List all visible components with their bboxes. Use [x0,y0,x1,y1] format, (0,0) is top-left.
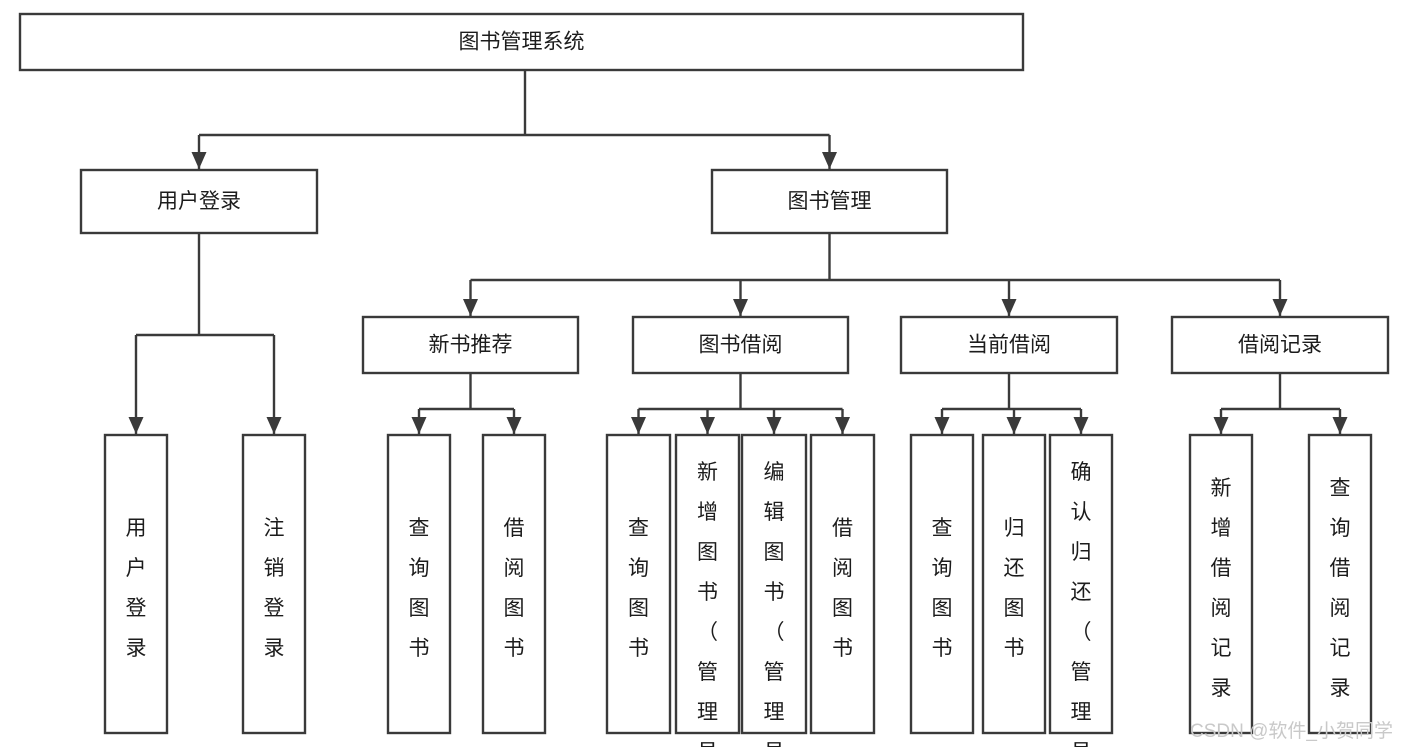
node-level3-3[interactable]: 借阅记录 [1170,315,1390,375]
arrow-head-icon [463,299,478,316]
node-box[interactable] [981,433,1047,735]
node-leaf-3[interactable]: 借阅图书 [481,433,547,735]
node-label: 用户登录 [157,190,241,213]
node-box[interactable] [1307,433,1373,735]
node-label: 新增借阅记录 [1211,477,1232,700]
node-leaf-12[interactable]: 查询借阅记录 [1307,433,1373,735]
node-box[interactable] [1188,433,1254,735]
node-label: 查询图书 [409,517,430,660]
node-label: 借阅记录 [1238,334,1322,357]
node-box[interactable] [674,433,741,735]
node-box[interactable] [740,433,808,735]
node-leaf-0[interactable]: 用户登录 [103,433,169,735]
node-box[interactable] [909,433,975,735]
node-label: 查询图书 [628,517,649,660]
node-box[interactable] [1048,433,1114,735]
node-label: 新书推荐 [429,334,513,357]
node-label: 图书管理 [788,190,872,213]
connector-layer [128,70,1348,434]
node-label: 编辑图书（管理员） [764,461,785,747]
node-level3-0[interactable]: 新书推荐 [361,315,580,375]
arrow-head-icon [1332,417,1348,434]
node-box[interactable] [361,315,580,375]
node-layer: 图书管理系统用户登录图书管理新书推荐图书借阅当前借阅借阅记录用户登录注销登录查询… [18,12,1390,747]
node-label: 图书管理系统 [459,31,585,54]
node-box[interactable] [710,168,949,235]
node-leaf-6[interactable]: 编辑图书（管理员） [740,433,808,747]
node-label: 借阅图书 [504,517,525,660]
arrow-head-icon [1213,417,1229,434]
csdn-watermark: CSDN @软件_小贺同学 [1190,721,1393,742]
node-label: 借阅图书 [832,517,853,660]
node-label: 查询借阅记录 [1330,477,1351,700]
arrow-head-icon [1006,417,1022,434]
node-box[interactable] [103,433,169,735]
node-label: 用户登录 [126,517,147,660]
arrow-head-icon [1272,299,1288,316]
arrow-head-icon [835,417,850,434]
arrow-head-icon [506,417,522,434]
node-box[interactable] [809,433,876,735]
arrow-head-icon [1001,299,1017,316]
node-level2-1[interactable]: 图书管理 [710,168,949,235]
arrow-head-icon [733,299,748,316]
node-level2-0[interactable]: 用户登录 [79,168,319,235]
node-box[interactable] [899,315,1119,375]
node-level3-1[interactable]: 图书借阅 [631,315,850,375]
arrow-head-icon [766,417,782,434]
node-label: 当前借阅 [967,334,1051,357]
node-label: 归还图书 [1004,517,1025,660]
node-box[interactable] [1170,315,1390,375]
arrow-head-icon [128,417,144,434]
node-box[interactable] [18,12,1025,72]
node-label: 查询图书 [932,517,953,660]
node-label: 新增图书（管理员） [697,461,718,747]
node-leaf-7[interactable]: 借阅图书 [809,433,876,735]
node-leaf-4[interactable]: 查询图书 [605,433,672,735]
arrow-head-icon [934,417,950,434]
node-box[interactable] [386,433,452,735]
node-leaf-5[interactable]: 新增图书（管理员） [674,433,741,747]
arrow-head-icon [1073,417,1089,434]
node-box[interactable] [481,433,547,735]
node-box[interactable] [241,433,307,735]
arrow-head-icon [822,152,837,169]
node-label: 确认归还（管理员） [1071,461,1092,747]
node-leaf-2[interactable]: 查询图书 [386,433,452,735]
arrow-head-icon [631,417,646,434]
node-leaf-8[interactable]: 查询图书 [909,433,975,735]
arrow-head-icon [411,417,427,434]
arrow-head-icon [700,417,715,434]
node-leaf-1[interactable]: 注销登录 [241,433,307,735]
node-level3-2[interactable]: 当前借阅 [899,315,1119,375]
node-box[interactable] [631,315,850,375]
node-box[interactable] [79,168,319,235]
arrow-head-icon [266,417,282,434]
node-label: 图书借阅 [699,334,783,357]
node-leaf-10[interactable]: 确认归还（管理员） [1048,433,1114,747]
node-box[interactable] [605,433,672,735]
node-root-0[interactable]: 图书管理系统 [18,12,1025,72]
node-leaf-9[interactable]: 归还图书 [981,433,1047,735]
arrow-head-icon [191,152,207,169]
node-label: 注销登录 [264,517,285,660]
node-leaf-11[interactable]: 新增借阅记录 [1188,433,1254,735]
